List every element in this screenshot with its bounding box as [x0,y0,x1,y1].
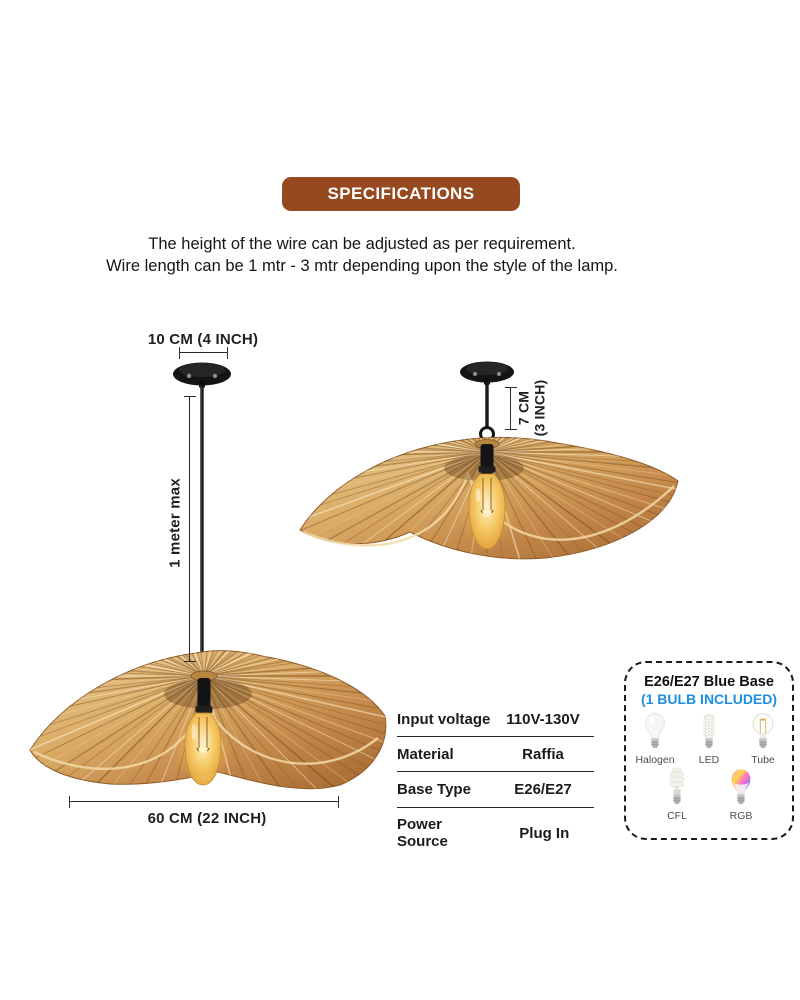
bulb-row-2: CFL RGB [626,768,792,822]
spec-value: Plug In [519,824,570,842]
bulb-label: CFL [667,810,687,822]
canopy-width-label: 10 CM (4 INCH) [147,331,259,348]
specifications-badge: SPECIFICATIONS [282,177,520,211]
bulb-box-subtitle: (1 BULB INCLUDED) [640,691,778,707]
bulb-socket [197,678,211,715]
bulb-option-led: LED [685,712,733,766]
bulb-label: LED [698,754,720,766]
cfl-bulb-icon [669,768,685,805]
bulb-label: RGB [729,810,753,822]
spec-value: E26/E27 [514,780,572,798]
canopy-width-dimension-line [179,347,228,359]
bulb-option-cfl: CFL [653,768,701,822]
spec-table: Input voltage 110V-130V Material Raffia … [397,702,594,859]
bulb-option-halogen: Halogen [631,712,679,766]
spec-label: Base Type [397,780,471,798]
bulb-box-title: E26/E27 Blue Base [644,674,774,690]
shade-width-label: 60 CM (22 INCH) [147,810,267,827]
spec-label: Power Source [397,816,448,851]
bulb-label: Tube [751,754,775,766]
spec-label: Material [397,745,454,763]
intro-line1: The height of the wire can be adjusted a… [148,235,576,253]
intro-line2: Wire length can be 1 mtr - 3 mtr dependi… [106,257,618,275]
spec-row-power-source: Power Source Plug In [397,808,594,859]
bulb-row-1: Halogen LED [626,712,792,766]
pendant-lamp-right [299,361,679,560]
halogen-bulb-icon [645,712,665,749]
shade-width-dimension-line [69,796,339,808]
bulb-option-rgb: RGB [717,768,765,822]
tube-bulb-icon [752,713,774,749]
rod-height-value-cm: 7 CM [515,390,532,426]
bulb-options-box: E26/E27 Blue Base (1 BULB INCLUDED) Halo… [624,661,794,840]
hanging-rod [200,386,204,662]
rod-height-value-inch: (3 INCH) [531,379,547,437]
spec-value: Raffia [522,745,564,763]
wire-length-dimension-line [184,396,196,662]
spec-row-base-type: Base Type E26/E27 [397,772,594,808]
led-bulb-icon [703,713,715,749]
rod-height-dimension-line [505,387,517,430]
bulb-option-tube: Tube [739,712,787,766]
spec-row-input-voltage: Input voltage 110V-130V [397,702,594,738]
wire-length-label: 1 meter max [166,478,184,568]
spec-label: Input voltage [397,710,491,728]
intro-text: The height of the wire can be adjusted a… [0,233,724,277]
spec-value: 110V-130V [506,710,580,728]
hanging-rod [485,381,489,429]
rod-height-label: 7 CM (3 INCH) [515,379,548,437]
bulb-label: Halogen [635,754,675,766]
spec-row-material: Material Raffia [397,737,594,773]
pendant-lamp-left [29,362,387,790]
rgb-bulb-icon [731,769,751,805]
